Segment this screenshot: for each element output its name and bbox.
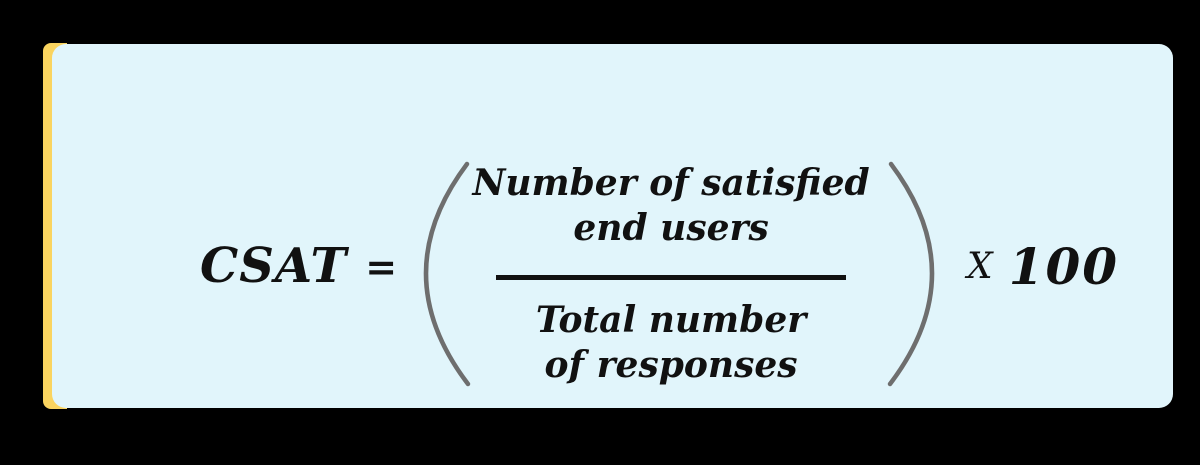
- denominator-line-1: Total number: [535, 298, 807, 341]
- formula-card: CSAT = Number of satisfied end users Tot…: [52, 44, 1173, 408]
- fraction: Number of satisfied end users Total numb…: [472, 161, 869, 388]
- numerator-line-1: Number of satisfied: [472, 161, 870, 204]
- denominator-line-2: of responses: [544, 343, 798, 386]
- right-parenthesis-icon: [887, 161, 935, 387]
- multiply-sign: X: [967, 245, 993, 287]
- formula-result-label: CSAT: [200, 238, 348, 294]
- equals-sign: =: [365, 243, 398, 289]
- csat-formula: CSAT = Number of satisfied end users Tot…: [200, 142, 1119, 406]
- multiplier-value: 100: [1008, 236, 1120, 296]
- fraction-divider-line: [496, 274, 847, 280]
- left-parenthesis-icon: [423, 161, 471, 387]
- numerator: Number of satisfied end users: [472, 161, 869, 251]
- denominator: Total number of responses: [536, 298, 806, 388]
- numerator-line-2: end users: [573, 206, 769, 249]
